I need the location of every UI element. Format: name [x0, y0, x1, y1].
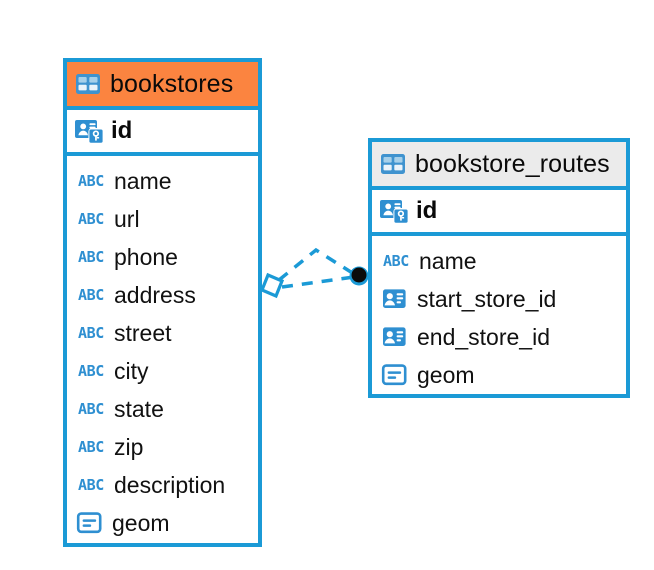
- field-label: state: [114, 395, 164, 422]
- field-row[interactable]: ABC address: [67, 276, 258, 314]
- text-type-icon: ABC: [78, 323, 104, 342]
- primary-key-icon: [380, 198, 408, 224]
- field-label: address: [114, 281, 196, 308]
- field-label: end_store_id: [417, 323, 550, 350]
- text-type-icon: ABC: [78, 247, 104, 266]
- field-label: street: [114, 319, 172, 346]
- field-label: name: [419, 247, 477, 274]
- entity-header[interactable]: bookstores: [67, 62, 258, 110]
- text-type-icon: ABC: [78, 361, 104, 380]
- text-type-icon: ABC: [78, 285, 104, 304]
- field-row[interactable]: ABC state: [67, 390, 258, 428]
- field-label: description: [114, 471, 226, 498]
- field-row[interactable]: ABC zip: [67, 428, 258, 466]
- relationship-line-lower: [281, 275, 355, 289]
- table-icon: [380, 153, 406, 175]
- geometry-type-icon: [381, 363, 409, 387]
- filled-circle-marker: [349, 266, 369, 286]
- field-list: ABC name ABC url ABC phone ABC address A…: [67, 156, 258, 548]
- field-label: zip: [114, 433, 144, 460]
- entity-title: bookstore_routes: [415, 149, 610, 178]
- field-row[interactable]: ABC url: [67, 200, 258, 238]
- field-label: url: [114, 205, 140, 232]
- primary-key-label: id: [111, 117, 133, 144]
- text-type-icon: ABC: [78, 209, 104, 228]
- field-label: start_store_id: [417, 285, 557, 312]
- entity-table-bookstore-routes[interactable]: bookstore_routes id ABC: [368, 138, 630, 398]
- relationship-line-upper: [277, 247, 355, 282]
- field-label: city: [114, 357, 149, 384]
- field-label: phone: [114, 243, 178, 270]
- text-type-icon: ABC: [78, 437, 104, 456]
- entity-title: bookstores: [110, 69, 234, 98]
- diamond-marker: [259, 272, 285, 299]
- foreign-key-icon: [381, 325, 409, 349]
- field-list: ABC name start_store_id: [372, 236, 626, 400]
- text-type-icon: ABC: [78, 399, 104, 418]
- field-row[interactable]: geom: [372, 356, 626, 394]
- text-type-icon: ABC: [78, 475, 104, 494]
- field-row[interactable]: start_store_id: [372, 280, 626, 318]
- field-row[interactable]: ABC city: [67, 352, 258, 390]
- field-row[interactable]: ABC description: [67, 466, 258, 504]
- foreign-key-icon: [381, 287, 409, 311]
- field-label: geom: [417, 361, 475, 388]
- primary-key-icon: [75, 118, 103, 144]
- field-row[interactable]: ABC street: [67, 314, 258, 352]
- field-row[interactable]: geom: [67, 504, 258, 542]
- field-label: name: [114, 167, 172, 194]
- text-type-icon: ABC: [383, 251, 409, 270]
- text-type-icon: ABC: [78, 171, 104, 190]
- field-row[interactable]: ABC name: [67, 162, 258, 200]
- primary-key-row[interactable]: id: [372, 190, 626, 236]
- primary-key-label: id: [416, 197, 438, 224]
- field-row[interactable]: ABC phone: [67, 238, 258, 276]
- geometry-type-icon: [76, 511, 104, 535]
- primary-key-row[interactable]: id: [67, 110, 258, 156]
- table-icon: [75, 73, 101, 95]
- entity-header[interactable]: bookstore_routes: [372, 142, 626, 190]
- field-label: geom: [112, 509, 170, 536]
- field-row[interactable]: end_store_id: [372, 318, 626, 356]
- entity-table-bookstores[interactable]: bookstores id ABC: [63, 58, 262, 547]
- field-row[interactable]: ABC name: [372, 242, 626, 280]
